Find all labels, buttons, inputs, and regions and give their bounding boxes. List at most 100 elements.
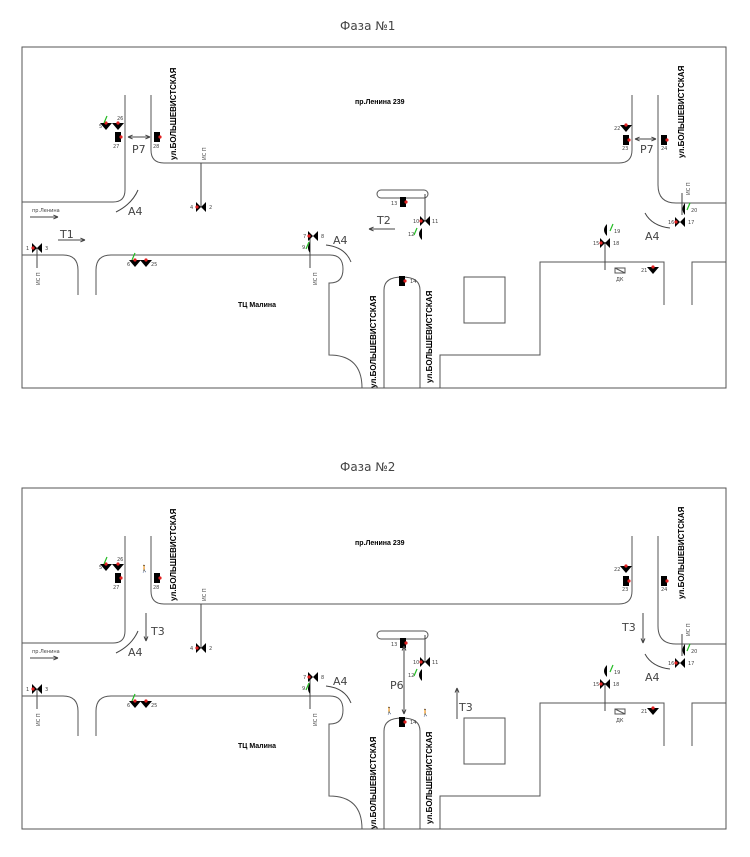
- signal-number-27: 27: [113, 144, 119, 150]
- red-lamp: [627, 138, 631, 142]
- street-label-lenina-239: пр.Ленина 239: [355, 540, 405, 547]
- red-lamp: [403, 720, 407, 724]
- green-arrow-icon: [131, 252, 136, 261]
- signal-head: [308, 231, 318, 241]
- ped-signal: [400, 638, 406, 648]
- movement-a4-label: A4: [333, 234, 348, 247]
- street-label-lenina: пр.Ленина: [32, 649, 60, 655]
- label-mall: ТЦ Малина: [238, 743, 276, 750]
- signal-head: [100, 123, 112, 130]
- signal-number-4: 4: [190, 205, 193, 211]
- red-lamp: [31, 687, 35, 691]
- signal-head: [140, 701, 152, 708]
- movement-p7-head: [145, 134, 151, 140]
- signal-head: [604, 665, 607, 677]
- movement-t3-label: T3: [150, 625, 165, 638]
- signal-number-3: 3: [45, 246, 48, 252]
- signal-number-9: 9: [302, 686, 305, 692]
- road-edge-sw: [22, 254, 79, 295]
- signal-number-13: 13: [391, 201, 397, 207]
- movement-t3-head: [640, 638, 646, 644]
- red-lamp: [665, 579, 669, 583]
- signal-number-14: 14: [410, 720, 416, 726]
- street-label-bolshevistskaya: ул.БОЛЬШЕВИСТСКАЯ: [169, 508, 178, 601]
- signal-head: [308, 672, 318, 682]
- signal-head: [600, 238, 610, 248]
- red-lamp: [158, 576, 162, 580]
- signal-head: [129, 701, 141, 708]
- red-lamp: [158, 135, 162, 139]
- signal-number-12: 12: [408, 673, 414, 679]
- signal-number-26: 26: [117, 557, 123, 563]
- ped-signal: [623, 576, 629, 586]
- signal-number-14: 14: [410, 279, 416, 285]
- movement-p6-head: [401, 645, 407, 651]
- signal-head: [675, 217, 685, 227]
- signal-number-12: 12: [408, 232, 414, 238]
- movement-a4-label: A4: [645, 230, 660, 243]
- movement-a4-label: A4: [645, 671, 660, 684]
- median-island: [383, 276, 421, 388]
- refuge-island: [376, 189, 429, 199]
- signal-number-11: 11: [432, 660, 438, 666]
- signal-number-6: 6: [127, 703, 130, 709]
- movement-t2-head: [368, 226, 374, 232]
- movement-t1-label: T1: [59, 228, 74, 241]
- green-arrow-icon: [609, 223, 614, 232]
- green-arrow-icon: [103, 115, 108, 124]
- street-label-bolshevistskaya: ул.БОЛЬШЕВИСТСКАЯ: [425, 731, 434, 824]
- red-lamp: [665, 138, 669, 142]
- signal-head: [682, 644, 685, 656]
- pedestrian-icon: 🚶: [140, 564, 149, 573]
- red-lamp: [627, 579, 631, 583]
- movement-t3-head: [454, 687, 460, 693]
- green-arrow-icon: [686, 202, 691, 211]
- ped-signal: [623, 135, 629, 145]
- road-edge-east: [691, 261, 726, 305]
- lamp: [144, 699, 148, 703]
- red-lamp: [599, 682, 603, 686]
- signal-head: [308, 683, 310, 694]
- signal-number-23: 23: [622, 587, 628, 593]
- movement-t2-label: T2: [376, 214, 391, 227]
- street-label-bolshevistskaya: ул.БОЛЬШЕВИСТСКАЯ: [369, 736, 378, 829]
- signal-head: [308, 242, 310, 253]
- street-label-bolshevistskaya: ул.БОЛЬШЕВИСТСКАЯ: [369, 295, 378, 388]
- signal-head: [604, 224, 607, 236]
- road-edge-ne: [657, 95, 726, 204]
- label-is-p: ИС П: [36, 713, 42, 726]
- green-arrow-icon: [131, 693, 136, 702]
- ped-signal: [661, 135, 667, 145]
- signal-number-24: 24: [661, 146, 667, 152]
- lamp: [651, 706, 655, 710]
- signal-number-7: 7: [303, 675, 306, 681]
- ped-signal: [154, 132, 160, 142]
- label-is-p: ИС П: [686, 623, 692, 636]
- turn-arrow: [644, 653, 671, 670]
- signal-number-25: 25: [151, 703, 157, 709]
- frame: [21, 487, 727, 830]
- road-edge-south-block: [95, 695, 363, 830]
- turn-arrow: [644, 212, 671, 229]
- signal-number-22: 22: [614, 567, 620, 573]
- label-is-p: ИС П: [36, 272, 42, 285]
- signal-number-18: 18: [613, 682, 619, 688]
- movement-p6-label: P6: [390, 679, 404, 692]
- red-lamp: [419, 660, 423, 664]
- signal-head: [196, 643, 206, 653]
- signal-head: [620, 125, 632, 132]
- signal-number-27: 27: [113, 585, 119, 591]
- detector-icon: [614, 708, 626, 715]
- road-edge-sw: [22, 695, 79, 736]
- signal-number-21: 21: [641, 709, 647, 715]
- turn-arrow: [325, 685, 352, 704]
- signal-number-21: 21: [641, 268, 647, 274]
- red-lamp: [119, 576, 123, 580]
- movement-a4-label: A4: [333, 675, 348, 688]
- signal-head: [140, 260, 152, 267]
- signal-number-25: 25: [151, 262, 157, 268]
- ped-signal: [115, 573, 121, 583]
- pedestrian-icon: 🚶: [421, 708, 430, 717]
- road-edge-nw: [22, 95, 126, 203]
